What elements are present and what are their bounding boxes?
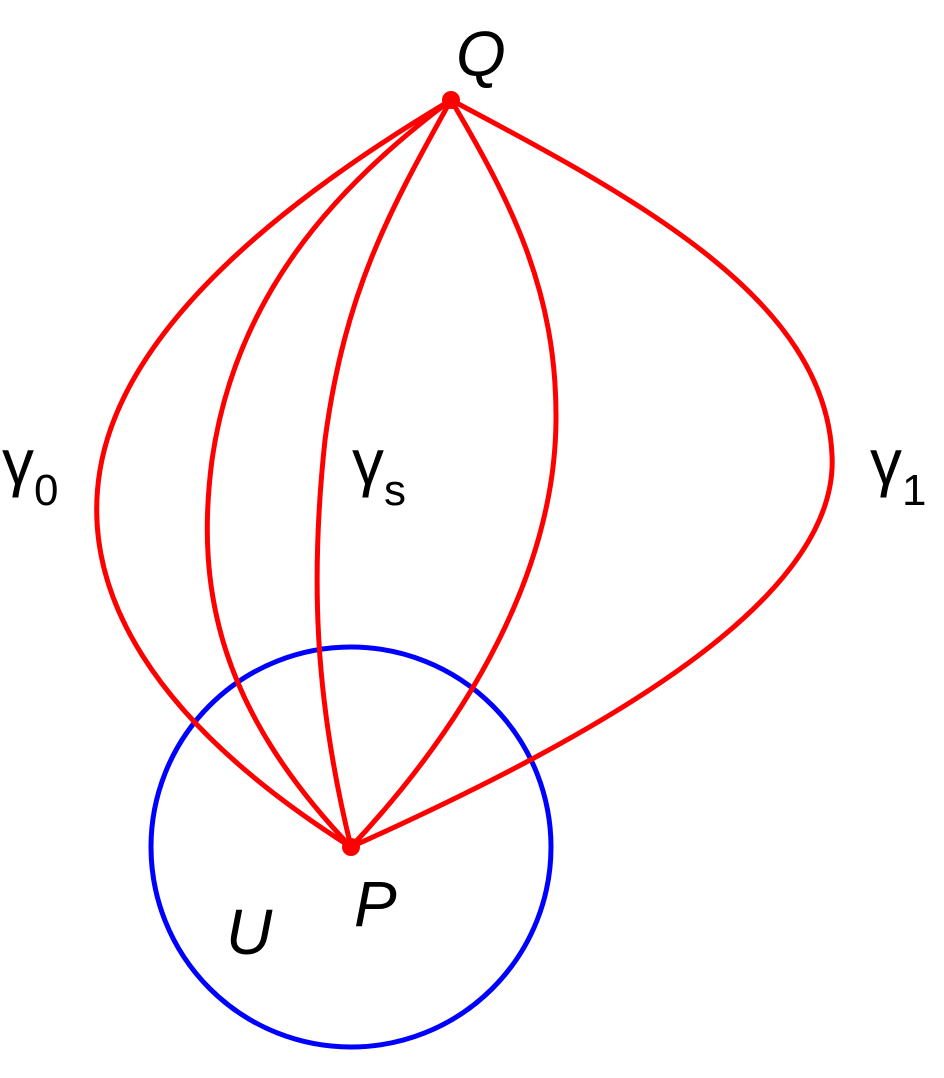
curve-gamma-0 [94,97,454,850]
curve-gamma-1 [348,97,835,850]
region-u-label: U [226,896,273,968]
gamma-0-subscript: 0 [34,466,58,515]
curve-gamma-s [314,97,454,850]
gamma-s-subscript: s [384,466,406,515]
gamma-1-subscript: 1 [902,466,926,515]
point-q-dot [442,91,460,109]
curve-intermediate-right [348,97,559,850]
point-p-label: P [354,868,397,940]
neighborhood-circle-u [148,644,554,1050]
gamma-0-symbol: γ [2,426,34,498]
point-p-dot [342,838,360,856]
curve-intermediate-left [204,97,454,850]
point-q-label: Q [456,18,506,90]
gamma-s-label: γs [352,426,406,515]
gamma-s-symbol: γ [352,426,384,498]
gamma-1-symbol: γ [870,426,902,498]
gamma-0-label: γ0 [2,426,58,515]
gamma-1-label: γ1 [870,426,926,515]
